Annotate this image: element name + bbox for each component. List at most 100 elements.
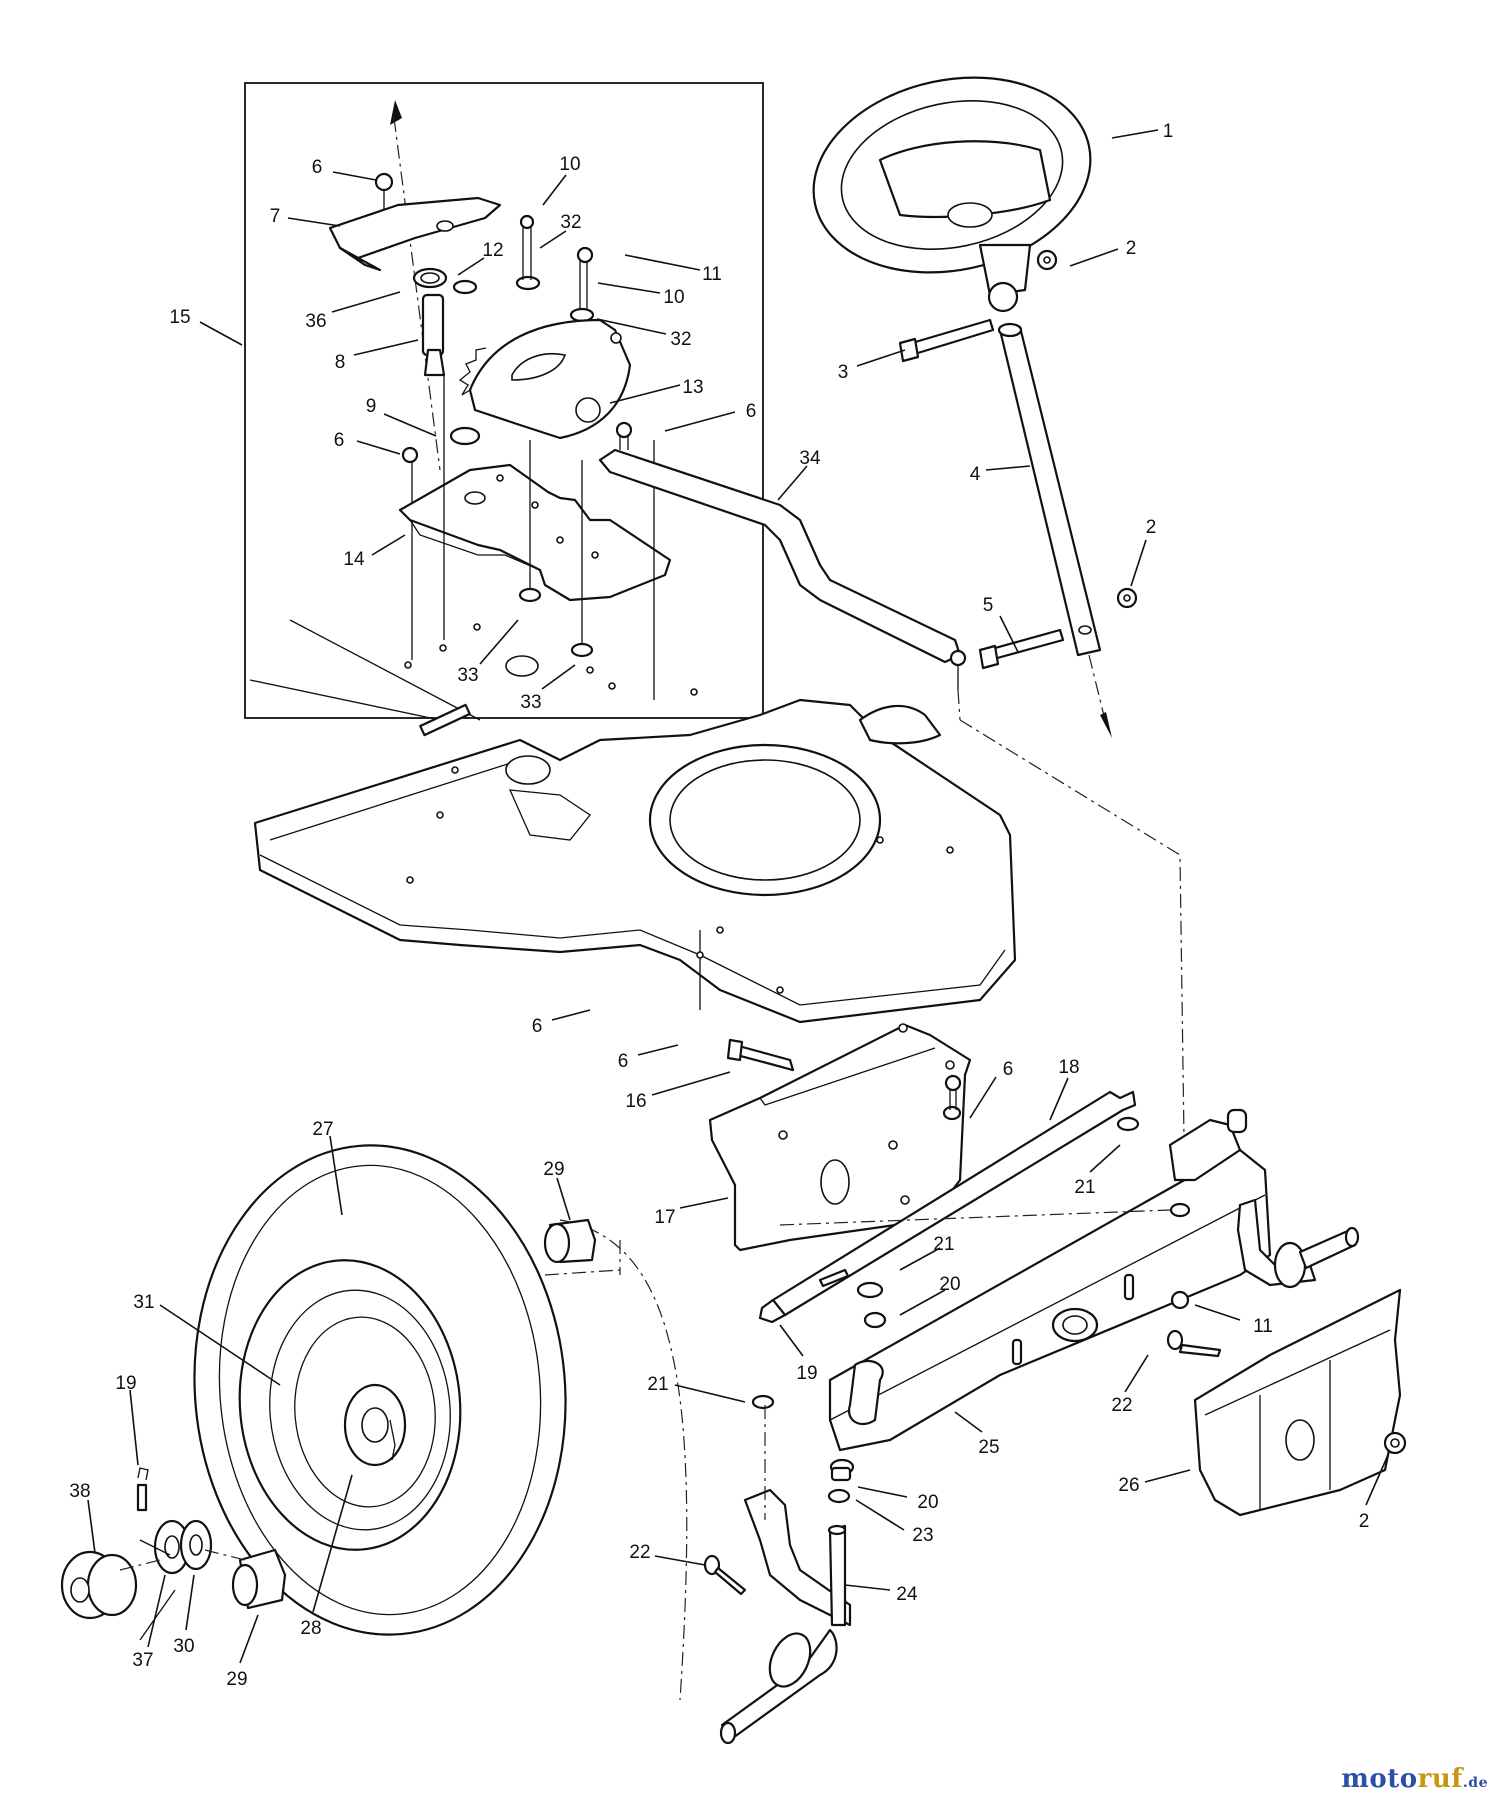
spindle [719,1281,887,1745]
callout-label: 6 [618,1051,629,1072]
callout-leader [479,619,519,665]
callout-label: 19 [115,1373,136,1394]
callout-label: 29 [543,1159,564,1180]
callout-leader [679,1197,729,1209]
callout-label: 6 [312,157,323,178]
callout-label: 34 [799,448,821,469]
callout-leader [353,339,419,356]
callout-leader [147,1574,166,1648]
callout-label: 36 [305,311,326,332]
watermark: motoruf.de [1341,1764,1488,1794]
callout-label: 4 [970,464,981,485]
chassis-frame [249,619,1017,1024]
callout-leader [954,1411,983,1433]
callout-label: 2 [1146,517,1157,538]
small-hardware [703,1074,1222,1596]
wheel-hardware [60,1467,287,1641]
callout-label: 21 [647,1374,668,1395]
callout-label: 21 [1074,1177,1095,1198]
tie-rod [758,1090,1137,1324]
callout-leader [596,318,667,335]
callout-label: 6 [334,430,345,451]
callout-label: 20 [917,1492,938,1513]
callout-label: 10 [559,154,580,175]
callout-leader [844,1584,891,1591]
callout-leader [356,440,401,455]
callout-leader [1069,248,1119,267]
front-axle [828,1108,1360,1452]
callout-label: 6 [746,401,757,422]
callout-leader [457,257,485,276]
callout-label: 9 [366,396,377,417]
callout-label: 38 [69,1481,90,1502]
callout-leader [654,1555,706,1566]
callout-leader [87,1499,96,1554]
callout-label: 17 [654,1207,675,1228]
callout-label: 15 [169,307,190,328]
callout-leader [779,1324,804,1357]
callout-label: 8 [335,352,346,373]
callout-leader [129,1389,139,1466]
callout-leader [312,1474,353,1613]
callout-leader [539,230,567,249]
callout-label: 33 [457,665,478,686]
callout-label: 32 [670,329,691,350]
callout-label: 21 [933,1234,954,1255]
callout-leader [1194,1304,1241,1321]
callout-label: 28 [300,1618,321,1639]
callout-label: 31 [133,1292,154,1313]
callout-leader [609,384,681,404]
callout-label: 3 [838,362,849,383]
hub-cap [543,1218,597,1264]
support-bracket [708,1023,972,1252]
callout-label: 5 [983,595,994,616]
callout-label: 2 [1359,1511,1370,1532]
callout-label: 27 [312,1119,333,1140]
drag-link [598,448,1186,1211]
shaft-bolts [898,249,1138,670]
callout-leader [556,1177,571,1221]
callout-leader [624,254,701,271]
callout-label: 12 [482,240,503,261]
callout-leader [969,1076,997,1119]
axle-cover [1193,1288,1407,1517]
callout-leader [985,465,1031,471]
callout-leader [542,174,567,206]
callout-leader [551,1009,591,1021]
callout-label: 14 [343,549,365,570]
callout-label: 11 [1253,1316,1273,1337]
callout-leader [329,1135,343,1216]
callout-label: 18 [1058,1057,1079,1078]
callout-label: 19 [796,1363,817,1384]
callout-leader [857,1486,908,1498]
callout-leader [199,321,243,346]
callout-label: 7 [270,206,281,227]
callout-leader [239,1614,259,1664]
callout-label: 32 [560,212,581,233]
callout-leader [674,1384,746,1403]
callout-label: 22 [629,1542,650,1563]
callout-leader [664,411,736,432]
callout-label: 29 [226,1669,247,1690]
callout-label: 22 [1111,1395,1132,1416]
callout-leader [637,1044,679,1056]
watermark-part1: moto [1341,1764,1418,1794]
callout-leader [332,171,377,181]
callout-leader [651,1071,731,1096]
callout-leader [777,465,808,501]
callout-label: 24 [896,1584,918,1605]
callout-label: 13 [682,377,703,398]
callout-leader [597,282,661,294]
callout-leader [856,349,906,367]
callout-leader [1144,1469,1191,1483]
callout-leader [855,1499,905,1531]
callout-leader [1124,1354,1149,1393]
callout-leader [159,1304,281,1386]
callout-leader [899,1247,941,1271]
callout-label: 6 [1003,1059,1014,1080]
callout-label: 20 [939,1274,960,1295]
callout-label: 1 [1163,121,1174,142]
watermark-part2: ruf [1417,1764,1463,1794]
